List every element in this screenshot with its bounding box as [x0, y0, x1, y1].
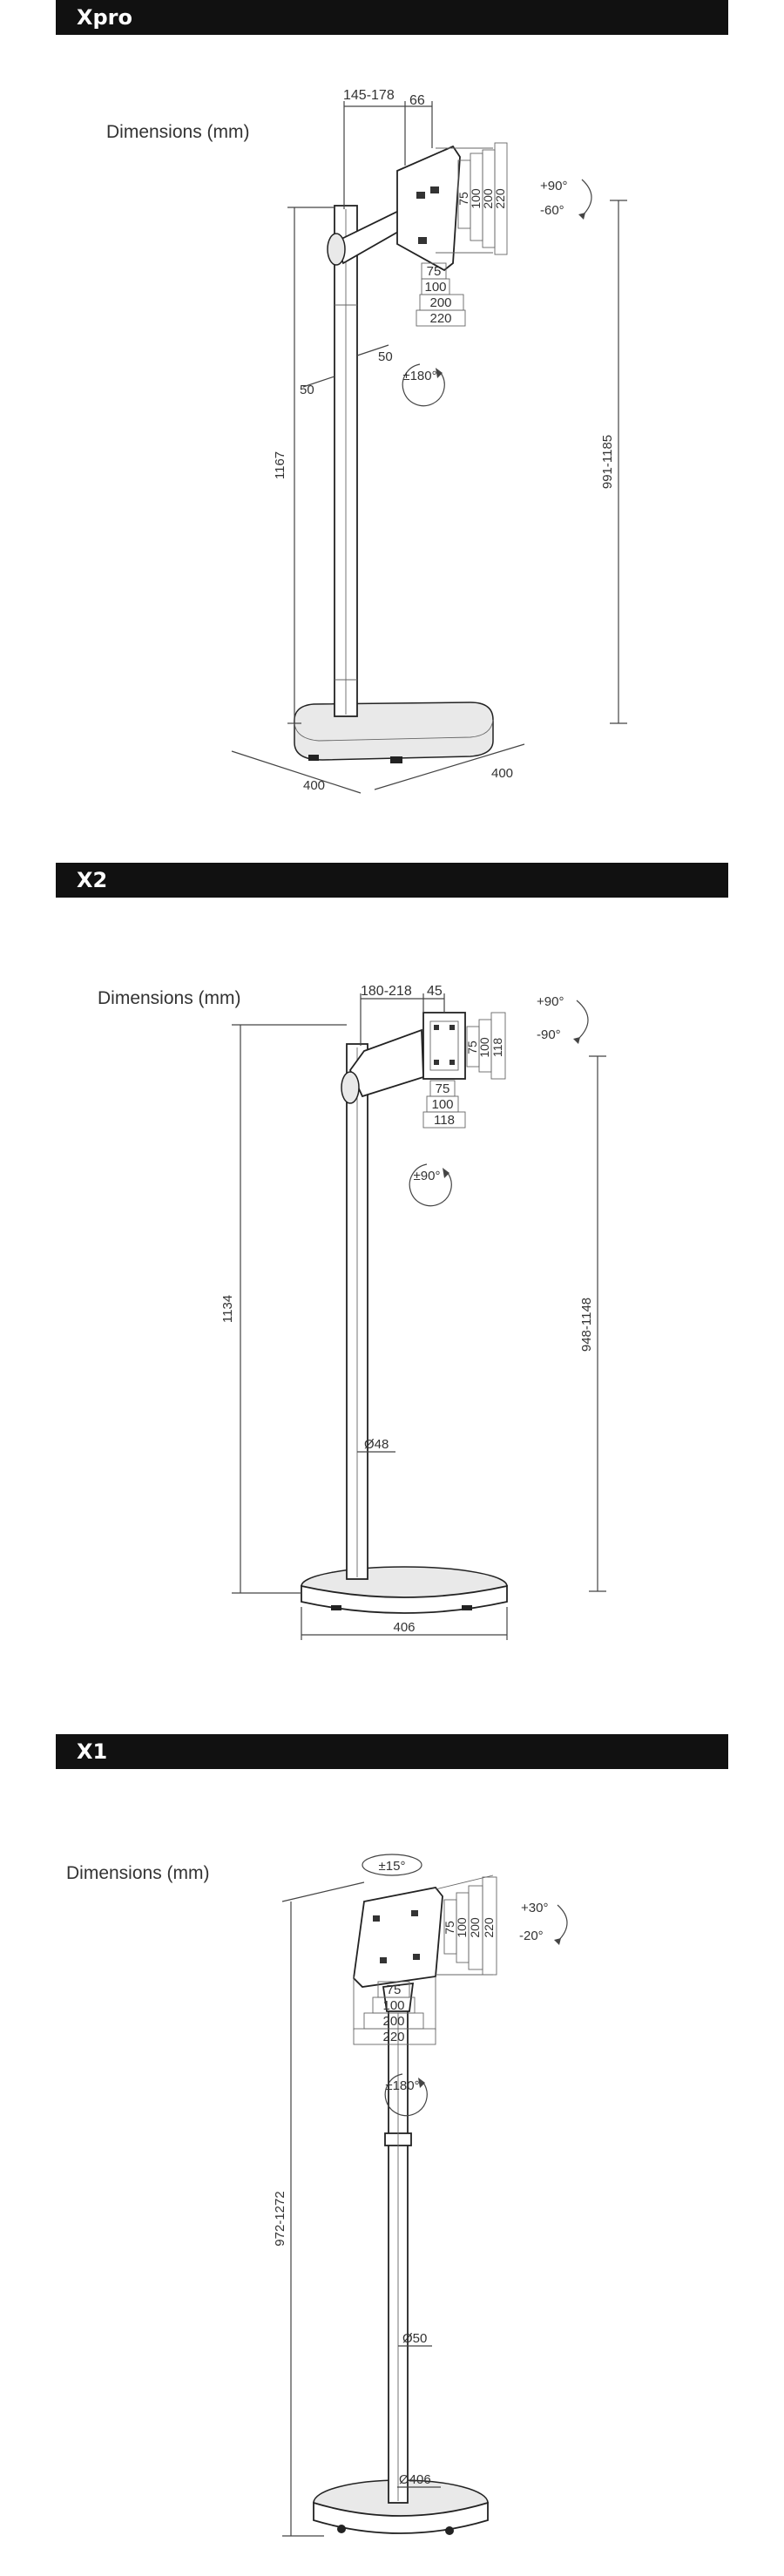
x1-height-range: 972-1272	[273, 2191, 287, 2246]
x1-rotation-arc-icon	[384, 2073, 428, 2117]
x1-vesa-bottom-220: 220	[382, 2030, 404, 2044]
pole-width-b: 50	[378, 349, 393, 364]
x2-vesa-bottom-118: 118	[434, 1113, 455, 1128]
xpro-vesa-plate	[396, 145, 461, 272]
x2-tilt-down: -90°	[537, 1027, 561, 1042]
x2-rotation-arc-icon	[409, 1163, 452, 1207]
x1-diagram: Dimensions (mm) ±15° 75 100 200 220	[0, 1769, 784, 2576]
xpro-diagram: Dimensions (mm) 145-178 66	[0, 35, 784, 863]
base-width: 400	[303, 778, 325, 793]
x1-vesa-bottom-200: 200	[382, 2014, 404, 2029]
x1-rotation: ±180°	[385, 2078, 419, 2093]
x1-swivel-arc-icon	[362, 1854, 422, 1876]
x2-diagram: Dimensions (mm) 180-218 45 75 100 118	[0, 898, 784, 1734]
x2-vesa-75: 75	[465, 1041, 479, 1054]
x1-vesa-220: 220	[482, 1917, 496, 1938]
tilt-arc-icon	[581, 179, 592, 217]
x1-vesa-200: 200	[468, 1917, 482, 1938]
section-title-x2: X2	[56, 863, 728, 898]
dimensions-label: Dimensions (mm)	[106, 122, 250, 142]
x2-vesa-118: 118	[490, 1038, 504, 1058]
tilt-down: -60°	[540, 203, 564, 218]
rotation: ±180°	[402, 369, 436, 383]
x2-vesa-plate	[422, 1012, 466, 1080]
x2-knob	[341, 1071, 360, 1104]
x2-vesa-bottom-100: 100	[431, 1097, 453, 1112]
dimensions-label: Dimensions (mm)	[98, 988, 241, 1008]
xpro-head-depth: 66	[409, 93, 425, 108]
x2-rotation: ±90°	[414, 1169, 441, 1183]
base-depth: 400	[491, 766, 513, 781]
x1-vesa-75: 75	[443, 1921, 456, 1935]
x2-vesa-bottom-75: 75	[436, 1081, 450, 1096]
total-height: 1167	[273, 451, 287, 479]
x2-drawing: Dimensions (mm) 180-218 45 75 100 118	[98, 984, 606, 1640]
x2-pole-diameter: Ø48	[364, 1437, 389, 1452]
pole-width-a: 50	[300, 383, 314, 397]
x1-base-diameter: Ø406	[399, 2472, 431, 2487]
x1-tilt-down: -20°	[519, 1929, 544, 1943]
x1-vesa-bottom-100: 100	[382, 1998, 404, 2013]
x2-height-range: 948-1148	[579, 1298, 594, 1352]
rotation-arc-icon	[402, 363, 445, 407]
xpro-arm-reach: 145-178	[343, 88, 395, 103]
x1-tilt-arc-icon	[557, 1904, 568, 1942]
x2-vesa-100: 100	[477, 1037, 491, 1058]
x2-arm	[348, 1028, 424, 1098]
vesa-220: 220	[493, 188, 507, 209]
vesa-100: 100	[469, 188, 483, 209]
vesa-bottom-100: 100	[424, 280, 446, 295]
section-title-x1: X1	[56, 1734, 728, 1769]
section-title-text: Xpro	[77, 5, 133, 30]
x2-base-width: 406	[393, 1620, 415, 1635]
x1-vesa-100: 100	[455, 1917, 469, 1938]
x1-vesa-plate	[353, 1887, 443, 1988]
x1-tilt-up: +30°	[521, 1901, 548, 1915]
vesa-75: 75	[456, 192, 470, 206]
vesa-200: 200	[481, 188, 495, 209]
section-title-xpro: Xpro	[56, 0, 728, 35]
x1-vesa-bottom-75: 75	[387, 1983, 402, 1997]
section-title-text: X1	[77, 1739, 108, 1764]
x2-tilt-arc-icon	[576, 1000, 589, 1041]
dimensions-label: Dimensions (mm)	[66, 1863, 210, 1883]
x1-pole-diameter: Ø50	[402, 2331, 427, 2346]
xpro-foot	[390, 756, 402, 763]
x2-tilt-up: +90°	[537, 994, 564, 1009]
tilt-up: +90°	[540, 179, 567, 193]
x1-swivel: ±15°	[379, 1859, 406, 1874]
x2-total-height: 1134	[220, 1295, 235, 1323]
vesa-bottom-220: 220	[429, 311, 451, 326]
section-title-text: X2	[77, 868, 108, 892]
height-range: 991-1185	[600, 435, 615, 489]
xpro-foot	[308, 755, 319, 761]
vesa-bottom-75: 75	[427, 264, 442, 279]
x2-head-depth: 45	[427, 984, 443, 999]
x2-arm-reach: 180-218	[361, 984, 412, 999]
vesa-bottom-200: 200	[429, 295, 451, 310]
xpro-base	[294, 702, 494, 761]
xpro-knob	[327, 233, 346, 266]
x1-drawing: Dimensions (mm) ±15° 75 100 200 220	[66, 1854, 568, 2537]
xpro-drawing: Dimensions (mm) 145-178 66	[106, 88, 627, 794]
